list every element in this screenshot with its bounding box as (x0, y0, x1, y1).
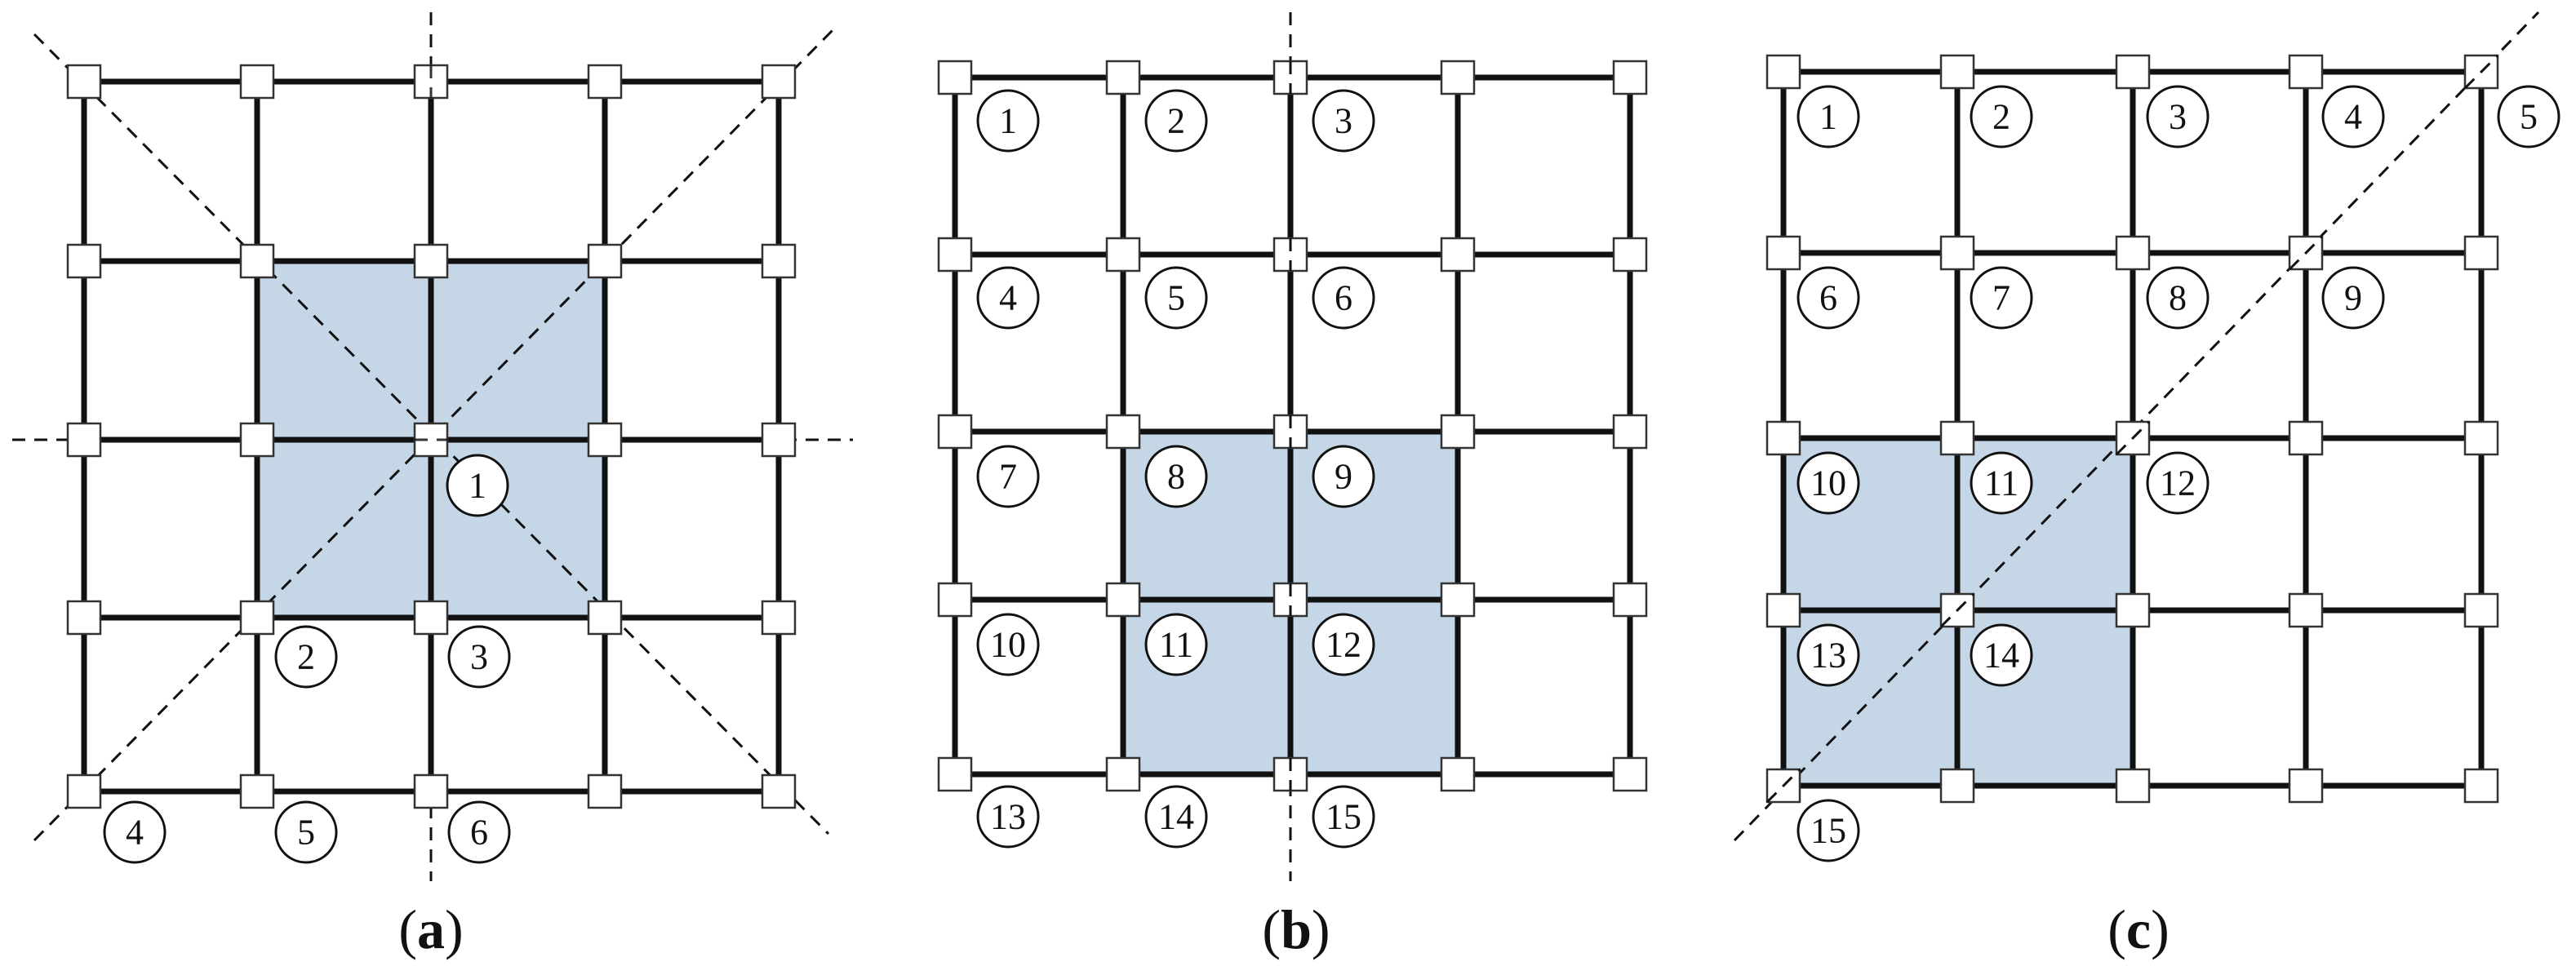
node-label-a-2: 2 (274, 625, 338, 689)
svg-text:4: 4 (999, 278, 1017, 318)
svg-text:5: 5 (297, 813, 315, 853)
node-label-a-1: 1 (446, 454, 509, 517)
svg-text:2: 2 (297, 637, 315, 677)
svg-text:14: 14 (1983, 636, 2019, 676)
svg-text:15: 15 (1810, 811, 1846, 851)
svg-text:5: 5 (1167, 278, 1185, 318)
node-labels-c: 1 2 3 4 5 6 7 8 9 10 11 12 13 14 15 (1797, 85, 2560, 862)
svg-text:5: 5 (2520, 97, 2538, 137)
svg-text:4: 4 (2344, 97, 2362, 137)
node-label-b-12: 12 (1312, 613, 1375, 676)
svg-text:12: 12 (1326, 625, 1361, 665)
node-label-b-1: 1 (976, 89, 1040, 153)
node-label-c-4: 4 (2321, 85, 2385, 148)
svg-text:1: 1 (469, 466, 486, 506)
node-label-c-2: 2 (1970, 85, 2033, 148)
svg-text:14: 14 (1158, 797, 1194, 837)
svg-text:6: 6 (1335, 278, 1352, 318)
panel-c: 1 2 3 4 5 6 7 8 9 10 11 12 13 14 15 (c) (1733, 11, 2560, 960)
node-label-c-11: 11 (1970, 451, 2033, 515)
svg-text:12: 12 (2160, 463, 2196, 503)
svg-text:4: 4 (126, 813, 144, 853)
svg-text:11: 11 (1984, 463, 2019, 503)
symmetry-axes-overlay-a (415, 65, 447, 441)
node-label-c-12: 12 (2146, 451, 2210, 515)
symmetry-axes-overlay-c (1765, 54, 2499, 804)
svg-text:8: 8 (1167, 457, 1185, 497)
panel-a: 1 2 3 4 5 6 (a) (12, 12, 853, 960)
node-label-a-5: 5 (274, 800, 338, 864)
node-label-c-15: 15 (1797, 799, 1860, 862)
svg-text:13: 13 (1810, 636, 1846, 676)
svg-text:9: 9 (1335, 457, 1352, 497)
node-label-b-7: 7 (976, 445, 1040, 508)
node-label-a-3: 3 (447, 625, 511, 689)
nodes-a (66, 64, 797, 809)
caption-a: (a) (398, 898, 463, 960)
caption-b: (b) (1262, 898, 1330, 960)
node-label-b-15: 15 (1312, 785, 1375, 849)
node-label-b-11: 11 (1144, 613, 1208, 676)
svg-text:10: 10 (1810, 463, 1846, 503)
node-label-b-6: 6 (1312, 266, 1375, 330)
svg-text:9: 9 (2344, 278, 2362, 318)
node-label-b-2: 2 (1144, 89, 1208, 153)
svg-text:1: 1 (1819, 97, 1837, 137)
svg-text:6: 6 (470, 813, 488, 853)
node-label-c-6: 6 (1797, 266, 1860, 330)
node-label-c-5: 5 (2497, 85, 2560, 148)
symmetry-axis-diagonal-a1 (33, 24, 838, 842)
svg-text:11: 11 (1159, 625, 1193, 665)
node-label-b-14: 14 (1144, 785, 1208, 849)
node-label-b-9: 9 (1312, 445, 1375, 508)
node-label-b-5: 5 (1144, 266, 1208, 330)
node-label-b-4: 4 (976, 266, 1040, 330)
svg-text:3: 3 (2169, 97, 2187, 137)
node-label-a-4: 4 (103, 800, 167, 864)
node-label-c-10: 10 (1797, 451, 1860, 515)
node-label-c-14: 14 (1970, 623, 2033, 687)
node-label-b-13: 13 (976, 785, 1040, 849)
node-label-c-7: 7 (1970, 266, 2033, 330)
node-label-b-10: 10 (976, 613, 1040, 676)
node-label-b-3: 3 (1312, 89, 1375, 153)
svg-text:2: 2 (1167, 101, 1185, 141)
node-label-c-13: 13 (1797, 623, 1860, 687)
node-label-a-6: 6 (447, 800, 511, 864)
svg-text:6: 6 (1819, 278, 1837, 318)
node-label-b-8: 8 (1144, 445, 1208, 508)
caption-c: (c) (2107, 898, 2170, 960)
svg-text:3: 3 (1335, 101, 1352, 141)
node-label-c-1: 1 (1797, 85, 1860, 148)
svg-text:2: 2 (1992, 97, 2010, 137)
panel-b: 1 2 3 4 5 6 7 8 9 10 11 12 13 14 15 (b) (937, 12, 1648, 960)
svg-text:7: 7 (1992, 278, 2010, 318)
svg-text:15: 15 (1326, 797, 1361, 837)
svg-text:10: 10 (990, 625, 1026, 665)
svg-text:7: 7 (999, 457, 1017, 497)
svg-text:8: 8 (2169, 278, 2187, 318)
svg-text:13: 13 (990, 797, 1026, 837)
node-label-c-3: 3 (2146, 85, 2210, 148)
node-labels-b: 1 2 3 4 5 6 7 8 9 10 11 12 13 14 15 (976, 89, 1375, 849)
node-label-c-9: 9 (2321, 266, 2385, 330)
node-labels-a: 1 2 3 4 5 6 (103, 454, 511, 864)
svg-text:1: 1 (999, 101, 1017, 141)
node-label-c-8: 8 (2146, 266, 2210, 330)
svg-text:3: 3 (470, 637, 488, 677)
